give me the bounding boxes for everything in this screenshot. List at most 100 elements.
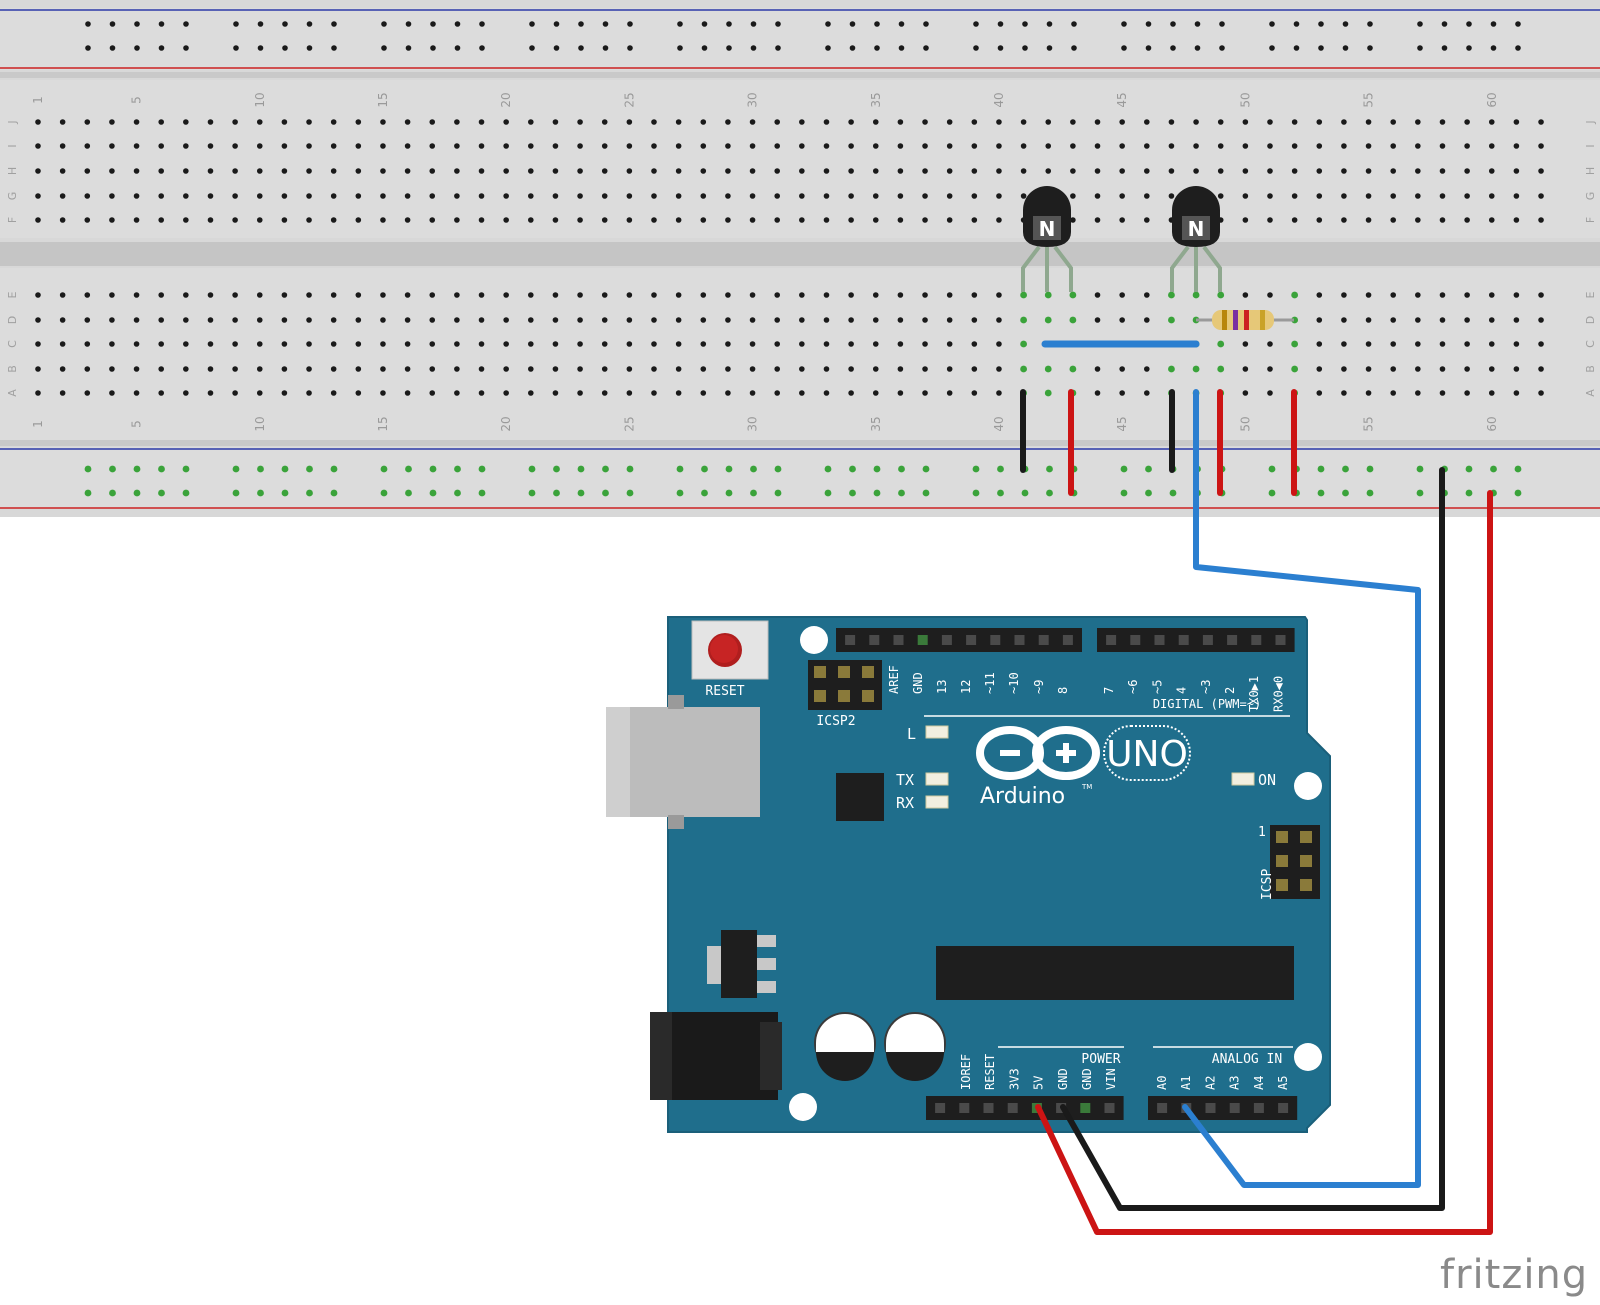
hole[interactable] [823,143,830,149]
hole[interactable] [454,366,460,372]
hole[interactable] [330,390,337,396]
rail-hole[interactable] [825,45,831,51]
hole[interactable] [330,341,337,347]
hole[interactable] [971,366,978,372]
hole[interactable] [1390,341,1396,347]
hole[interactable] [1439,217,1446,223]
hole[interactable] [799,366,805,372]
rail-hole[interactable] [405,465,412,473]
rail-hole[interactable] [232,465,240,473]
hole[interactable] [946,390,953,396]
hole[interactable] [725,317,731,323]
header-pin[interactable] [1007,1103,1018,1113]
hole[interactable] [281,168,288,174]
hole[interactable] [109,292,115,298]
hole[interactable] [503,217,509,223]
hole[interactable] [35,341,41,347]
hole[interactable] [256,217,263,223]
hole[interactable] [158,119,164,125]
rail-hole[interactable] [1145,465,1152,473]
rail-hole[interactable] [1367,45,1373,51]
hole[interactable] [823,217,830,223]
hole[interactable] [183,193,189,199]
hole[interactable] [996,168,1002,174]
hole[interactable] [84,366,91,372]
rail-hole[interactable] [479,21,485,27]
hole[interactable] [1144,217,1150,223]
hole[interactable] [848,193,854,199]
hole[interactable] [183,217,189,223]
hole[interactable] [1415,341,1421,347]
rail-hole[interactable] [330,489,338,497]
hole[interactable] [528,193,534,199]
hole[interactable] [429,143,436,149]
hole[interactable] [1341,168,1347,174]
hole[interactable] [897,390,904,396]
hole[interactable] [306,341,312,347]
rail-hole[interactable] [997,21,1004,27]
rail-hole[interactable] [478,465,486,473]
hole[interactable] [330,292,337,298]
hole[interactable] [1119,390,1125,396]
rail-hole[interactable] [182,465,190,473]
hole[interactable] [1538,119,1544,125]
rail-hole[interactable] [626,465,634,473]
rail-hole[interactable] [282,21,288,27]
rail-hole[interactable] [85,21,91,27]
hole[interactable] [478,366,485,372]
header-pin[interactable] [1154,635,1165,645]
hole[interactable] [799,292,805,298]
hole[interactable] [1044,316,1052,324]
hole[interactable] [232,341,238,347]
hole[interactable] [675,143,682,149]
rail-hole[interactable] [1416,489,1424,497]
hole[interactable] [1291,193,1298,199]
hole[interactable] [946,143,953,149]
hole[interactable] [1267,292,1273,298]
hole[interactable] [1488,317,1495,323]
hole[interactable] [749,168,756,174]
rail-hole[interactable] [405,21,412,27]
rail-hole[interactable] [1416,465,1424,473]
header-pin[interactable] [1275,635,1286,645]
hole[interactable] [183,390,189,396]
header-pin[interactable] [966,635,977,645]
hole[interactable] [429,119,436,125]
rail-hole[interactable] [232,489,240,497]
hole[interactable] [1168,168,1175,174]
rail-hole[interactable] [923,21,929,27]
hole[interactable] [996,317,1002,323]
rail-hole[interactable] [849,465,856,473]
hole[interactable] [675,390,682,396]
rail-hole[interactable] [578,21,584,27]
hole[interactable] [330,119,337,125]
hole[interactable] [774,217,780,223]
hole[interactable] [1415,217,1421,223]
hole[interactable] [281,292,288,298]
reset-button[interactable] [691,620,769,680]
rail-hole[interactable] [725,489,733,497]
rail-hole[interactable] [1268,465,1276,473]
rail-hole[interactable] [577,465,585,473]
hole[interactable] [232,143,238,149]
hole[interactable] [1267,341,1273,347]
hole[interactable] [59,119,66,125]
hole[interactable] [626,168,633,174]
hole[interactable] [552,341,559,347]
hole[interactable] [404,193,411,199]
hole[interactable] [1316,366,1323,372]
hole[interactable] [1538,317,1544,323]
hole[interactable] [1439,193,1446,199]
rail-hole[interactable] [1318,45,1324,51]
hole[interactable] [700,119,707,125]
hole[interactable] [601,390,608,396]
hole[interactable] [971,292,978,298]
rail-hole[interactable] [158,465,165,473]
hole[interactable] [454,168,460,174]
hole[interactable] [922,193,928,199]
hole[interactable] [503,168,509,174]
rail-hole[interactable] [874,21,880,27]
hole[interactable] [232,217,238,223]
rail-hole[interactable] [701,465,708,473]
hole[interactable] [306,366,312,372]
